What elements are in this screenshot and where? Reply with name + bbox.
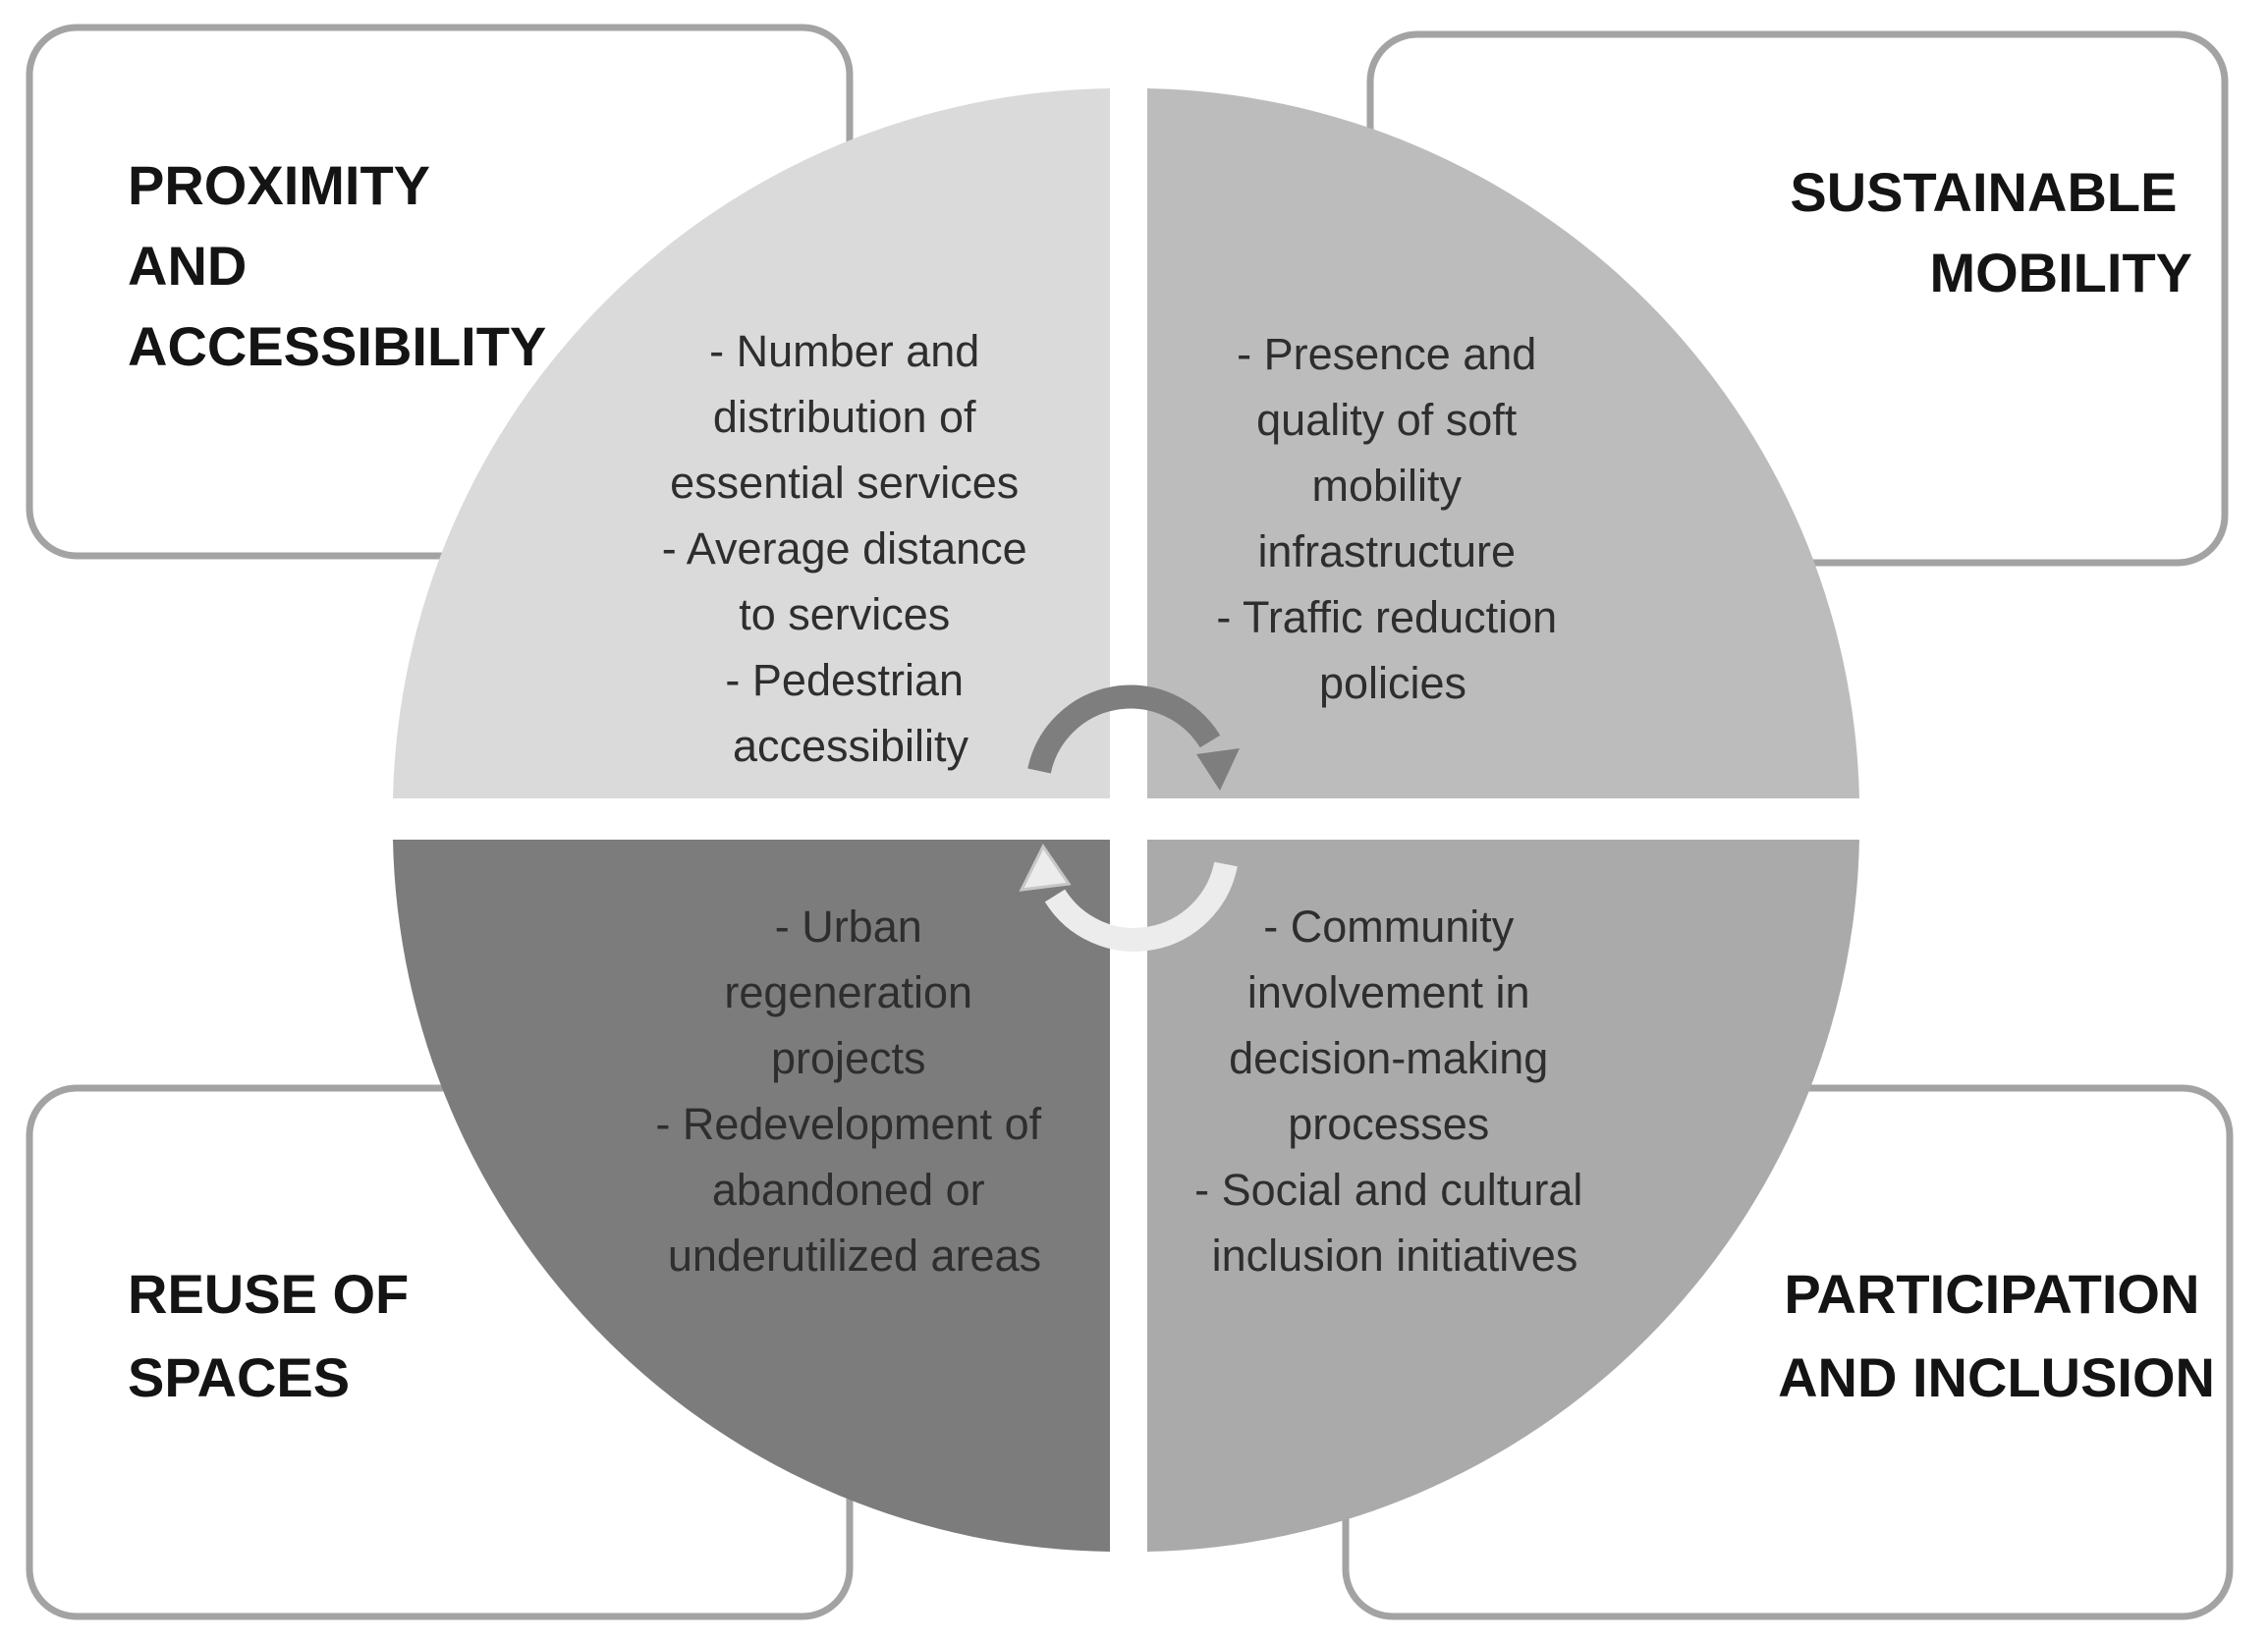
title-bottom-right: PARTICIPATION AND INCLUSION <box>1778 1263 2215 1408</box>
text-quadrant-top-right: - Presence and quality of soft mobility … <box>1216 329 1569 708</box>
arc-arrow-light <box>1044 861 1238 952</box>
title-top-right: SUSTAINABLE MOBILITY <box>1790 161 2192 303</box>
arrowhead-light <box>1019 844 1072 892</box>
text-quadrant-top-left: - Number and distribution of essential s… <box>662 326 1039 771</box>
quadrant-bottom-right <box>1147 840 1859 1552</box>
arc-arrow-dark <box>1027 684 1221 774</box>
quadrant-bottom-left <box>393 840 1110 1552</box>
circular-arrows-icon <box>1019 684 1240 952</box>
arrowhead-dark <box>1196 748 1240 791</box>
quadrant-top-right <box>1147 88 1859 798</box>
text-quadrant-bottom-right: - Community involvement in decision-maki… <box>1194 902 1595 1281</box>
title-bottom-left: REUSE OF SPACES <box>128 1263 424 1408</box>
quadrant-top-left <box>393 88 1110 798</box>
title-top-left: PROXIMITY AND ACCESSIBILITY <box>128 154 546 377</box>
text-quadrant-bottom-left: - Urban regeneration projects - Redevelo… <box>655 902 1053 1281</box>
